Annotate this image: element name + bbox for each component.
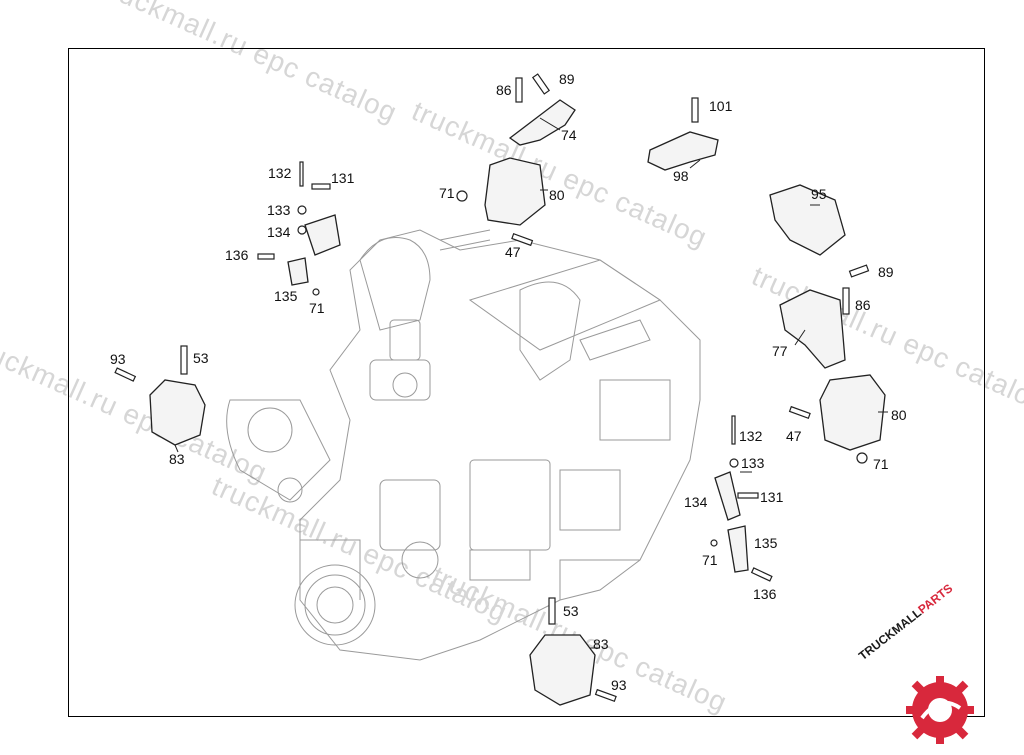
callout-53-bottom: 53 [563,603,579,619]
gear-logo-icon [906,676,974,744]
nut-71-left [312,288,320,296]
callout-131-right: 131 [760,489,784,505]
callout-47-top: 47 [505,244,521,260]
callout-136-right: 136 [753,586,777,602]
bolt-53-left [180,345,188,375]
bracket-134-left [304,214,341,256]
nut-71-right-bottom [710,539,718,547]
callout-83-left: 83 [169,451,185,467]
callout-98: 98 [673,168,689,184]
bracket-74 [508,99,576,146]
bolt-86-right [842,287,850,315]
bracket-134-right [714,471,741,521]
bolt-47-top [511,232,534,247]
bolt-47-right [788,405,811,420]
bolt-86-top [515,77,523,103]
callout-89-top: 89 [559,71,575,87]
nut-71-top [456,190,468,202]
callout-133-right: 133 [741,455,765,471]
callout-80-right: 80 [891,407,907,423]
callout-135-left: 135 [274,288,298,304]
callout-132-left: 132 [268,165,292,181]
nut-71-right [856,452,868,464]
bolt-89-top [531,73,551,95]
callout-83-bottom: 83 [593,636,609,652]
callout-93-bottom: 93 [611,677,627,693]
callout-71-right: 71 [873,456,889,472]
bolt-93-left [114,367,137,382]
bracket-77 [779,289,846,369]
bolt-136-left [257,253,275,260]
callout-71-right-bottom: 71 [702,552,718,568]
callout-53-left: 53 [193,350,209,366]
truckmall-parts-logo: TRUCKMALLPARTS [852,581,1024,750]
callout-133-left: 133 [267,202,291,218]
callout-134-left: 134 [267,224,291,240]
callout-71-left: 71 [309,300,325,316]
washer-133-right [729,458,739,468]
bracket-95 [769,184,846,256]
callout-101: 101 [709,98,733,114]
callout-74: 74 [561,127,577,143]
bolt-89-right [848,264,870,278]
bolt-131-left [311,183,331,190]
callout-93-left: 93 [110,351,126,367]
engine-mount-80-top [484,157,546,226]
engine-mount-83-left [149,379,206,446]
bolt-132-right [731,415,736,445]
bolt-93-bottom [594,688,617,703]
callout-47-right: 47 [786,428,802,444]
diagram-frame [68,48,985,717]
washer-134-left [297,225,307,235]
bolt-101 [691,97,699,123]
callout-131-left: 131 [331,170,355,186]
bolt-132-left [299,161,304,187]
bracket-135-left [287,257,309,286]
callout-132-right: 132 [739,428,763,444]
bracket-135-right [727,525,749,573]
callout-135-right: 135 [754,535,778,551]
callout-95: 95 [811,186,827,202]
callout-136-left: 136 [225,247,249,263]
callout-77: 77 [772,343,788,359]
callout-86-right: 86 [855,297,871,313]
engine-block-drawing [226,229,701,661]
callout-89-right: 89 [878,264,894,280]
cover-98 [647,131,719,171]
callout-71-top: 71 [439,185,455,201]
callout-134-right: 134 [684,494,708,510]
bolt-53-bottom [548,597,556,625]
callout-80-top: 80 [549,187,565,203]
washer-133-left [297,205,307,215]
bolt-131-right [737,492,759,499]
bolt-136-right [750,567,773,582]
engine-mount-80-right [819,374,886,451]
callout-86-top: 86 [496,82,512,98]
engine-mount-83-bottom [529,634,596,706]
